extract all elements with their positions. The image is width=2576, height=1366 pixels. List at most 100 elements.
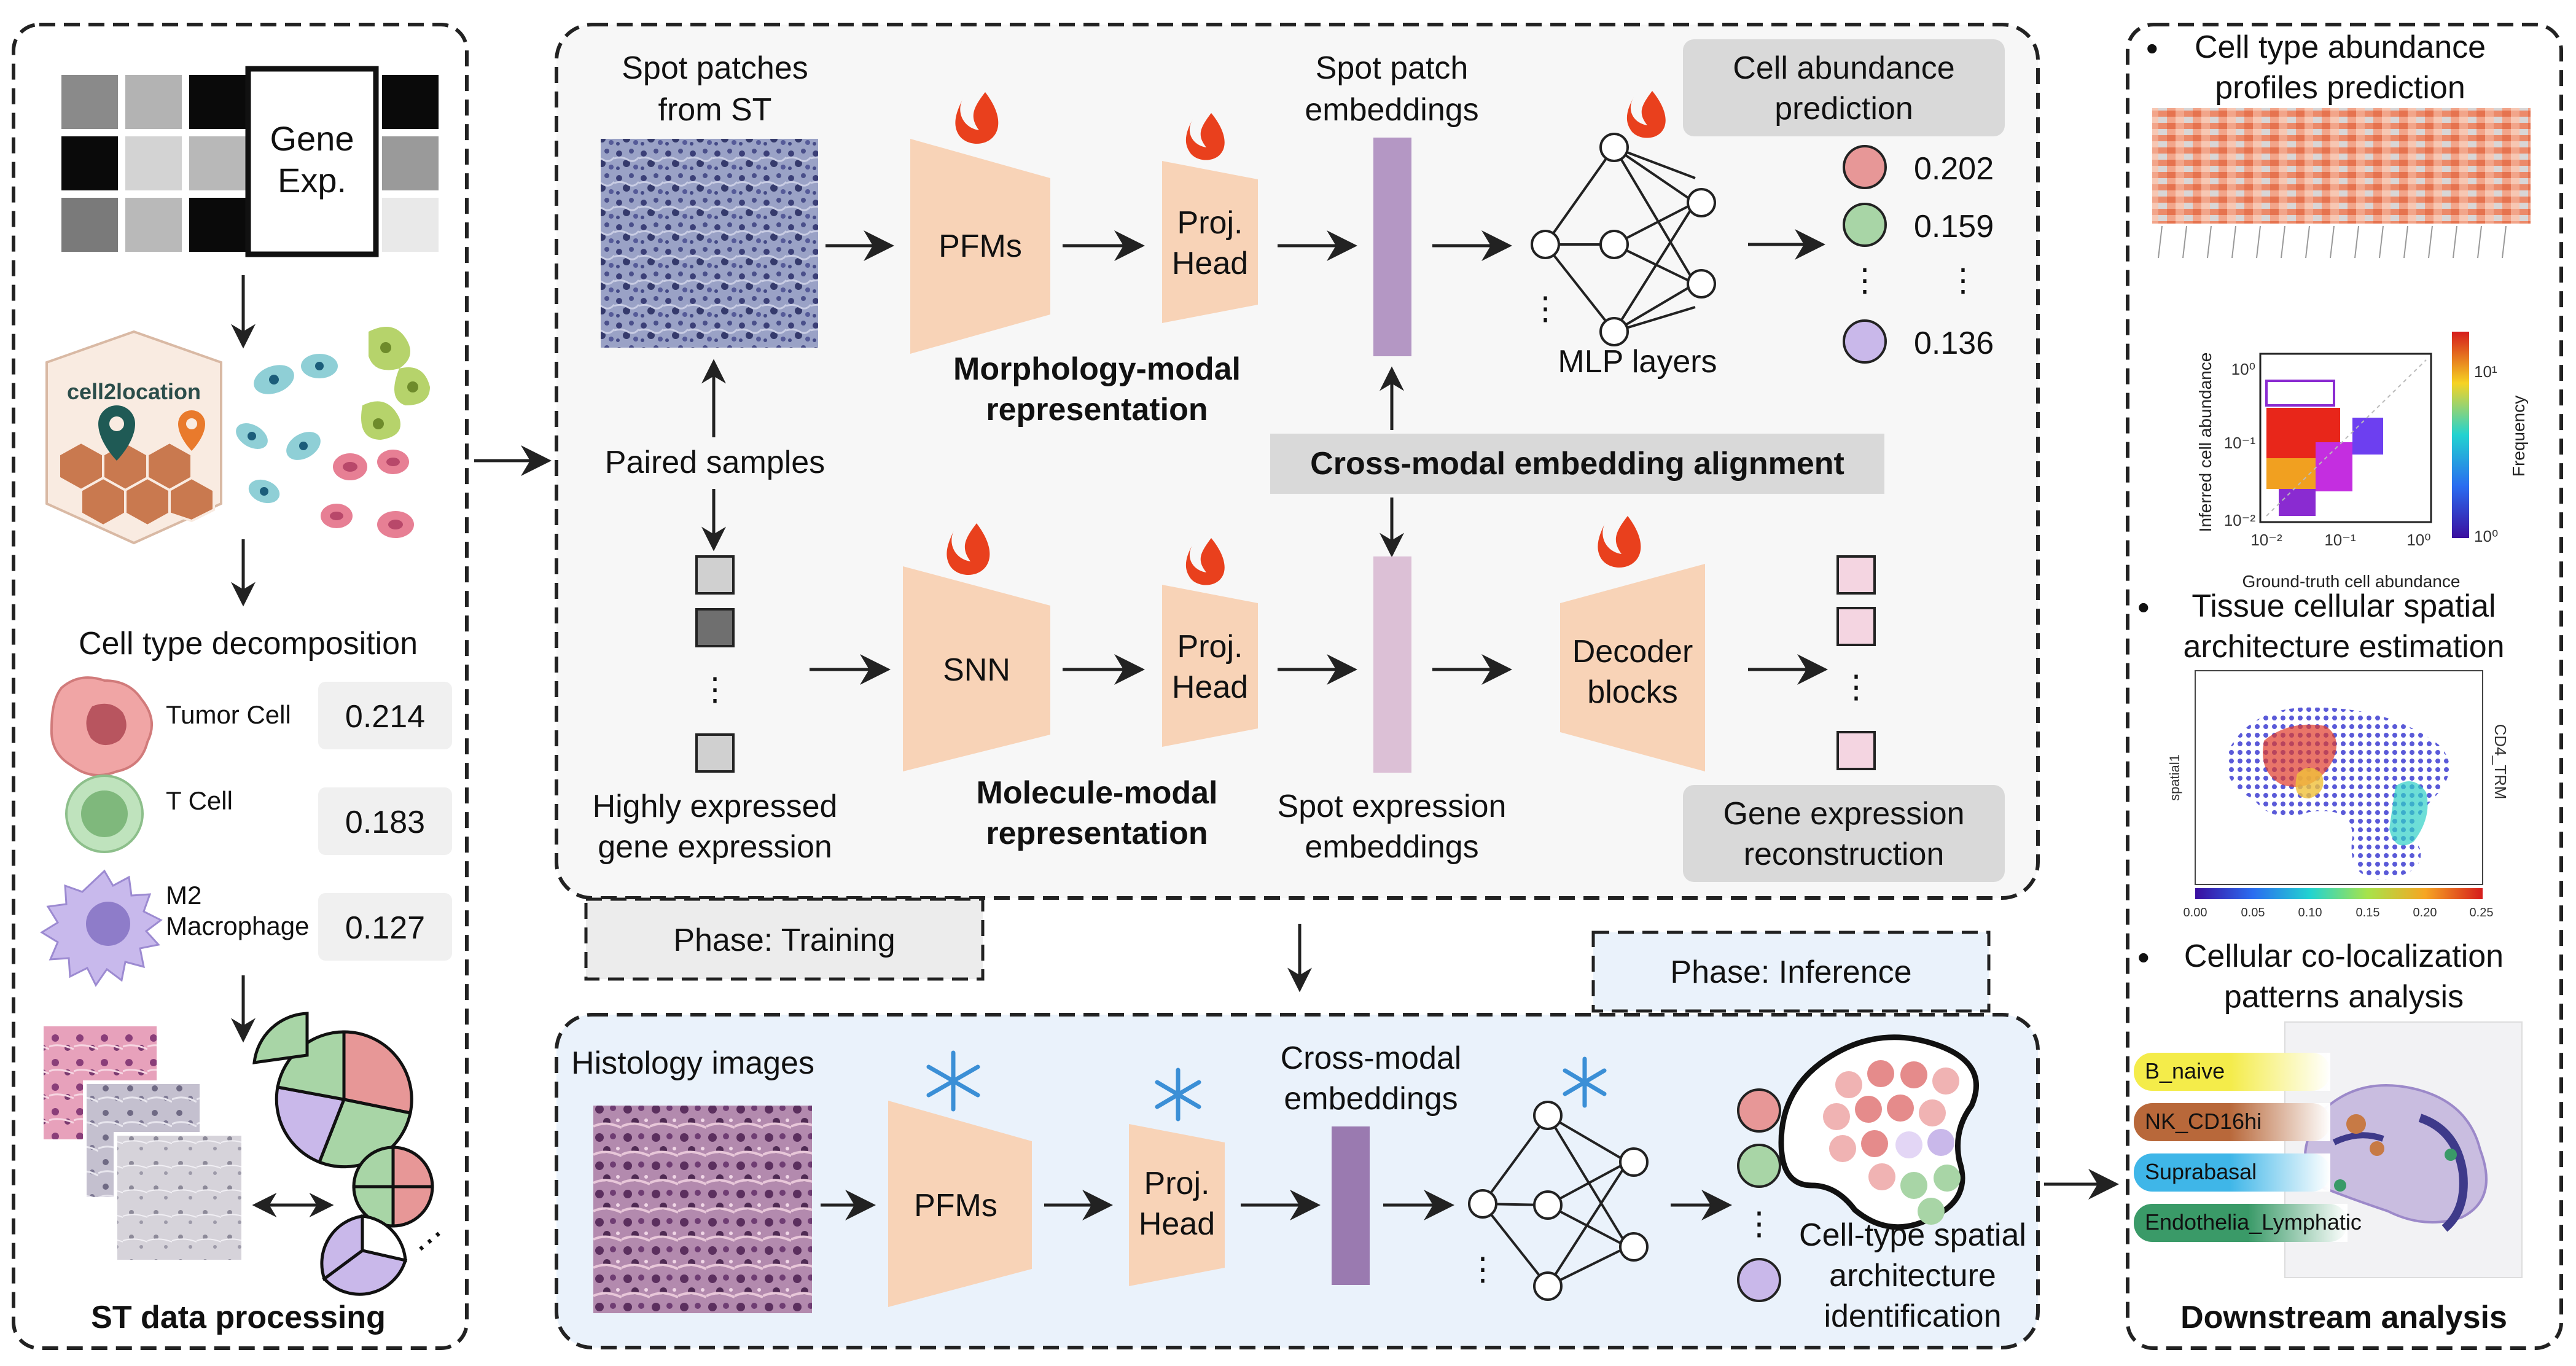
output-circle-purple bbox=[1843, 319, 1887, 364]
proj-head-top-label-2: Head bbox=[1172, 246, 1248, 281]
heatmap-tick-labels bbox=[2158, 225, 2507, 259]
cross-modal-embedding-bar bbox=[1332, 1126, 1370, 1285]
mlp-ellipsis-top: ⋮ bbox=[1529, 291, 1561, 327]
tag-b-naive-label: B_naive bbox=[2145, 1058, 2225, 1083]
item2-label-1: Tissue cellular spatial bbox=[2192, 588, 2496, 624]
item2-label-2: architecture estimation bbox=[2183, 629, 2504, 665]
scatter-ytick-1: 10⁰ bbox=[2231, 360, 2255, 378]
spot-expr-label-1: Spot expression bbox=[1278, 789, 1507, 824]
paired-samples-label: Paired samples bbox=[605, 445, 825, 480]
phase-training-label: Phase: Training bbox=[673, 923, 895, 958]
t-cell-value: 0.183 bbox=[345, 805, 425, 840]
alignment-box bbox=[1270, 434, 1884, 494]
m2-label-2: Macrophage bbox=[166, 911, 309, 940]
flame-icon bbox=[946, 523, 990, 576]
gene-vector-cell-3 bbox=[695, 733, 735, 773]
cbar-tick-1: 10¹ bbox=[2474, 362, 2497, 381]
m2-value-box bbox=[318, 893, 452, 961]
proj-head-top-node bbox=[1162, 161, 1258, 323]
proj-head-inference-label-2: Head bbox=[1139, 1206, 1215, 1242]
snowflake-icon bbox=[926, 1050, 980, 1112]
spatial-ylabel: spatial1 bbox=[2167, 754, 2182, 801]
gene-vector-cell-1 bbox=[695, 555, 735, 595]
scatter-xlabel: Ground-truth cell abundance bbox=[2242, 572, 2461, 591]
spot-patches-label-1: Spot patches bbox=[622, 50, 808, 86]
colocalization-tags: B_naive NK_CD16hi Suprabasal Endothelia_… bbox=[2134, 1053, 2362, 1242]
gene-exp-text-2: Exp. bbox=[278, 161, 346, 200]
spot-expression-embedding-bar bbox=[1373, 556, 1411, 773]
pfms-top-node bbox=[910, 139, 1050, 354]
cell-abundance-box bbox=[1683, 39, 2005, 136]
proj-head-inference-label-1: Proj. bbox=[1144, 1166, 1210, 1201]
highly-expressed-label-1: Highly expressed bbox=[593, 789, 838, 824]
tumor-cell-value: 0.214 bbox=[345, 699, 425, 735]
spatial-tick-2: 0.05 bbox=[2241, 906, 2265, 919]
decoder-node bbox=[1560, 564, 1705, 771]
phase-training-box bbox=[584, 897, 985, 981]
item3-label-2: patterns analysis bbox=[2224, 979, 2464, 1015]
alignment-label: Cross-modal embedding alignment bbox=[1310, 446, 1844, 482]
output-value-2: 0.159 bbox=[1914, 209, 1994, 244]
pie-chart-cluster bbox=[252, 1012, 434, 1296]
scatter-xtick-2: 10⁻¹ bbox=[2324, 531, 2356, 549]
pie-more-ellipsis: ⋯ bbox=[405, 1217, 453, 1265]
t-cell-label: T Cell bbox=[166, 786, 233, 815]
gene-expression-grid bbox=[61, 75, 439, 252]
gene-vector-cell-2 bbox=[695, 608, 735, 647]
scatter-ytick-3: 10⁻² bbox=[2224, 511, 2256, 529]
decomposition-title: Cell type decomposition bbox=[79, 626, 418, 662]
mlp-network-top bbox=[1531, 91, 1716, 346]
recon-vector-cell-2 bbox=[1836, 607, 1876, 646]
t-cell-icon bbox=[65, 775, 144, 853]
proj-head-bottom-label-2: Head bbox=[1172, 669, 1248, 705]
inference-circle-red bbox=[1737, 1088, 1781, 1133]
molecule-label-1: Molecule-modal bbox=[977, 775, 1218, 811]
gene-recon-box bbox=[1683, 785, 2005, 882]
left-panel-frame bbox=[12, 23, 469, 1350]
tumor-cell-icon bbox=[50, 676, 153, 777]
spatial-tick-5: 0.20 bbox=[2413, 906, 2437, 919]
cbar-tick-2: 10⁰ bbox=[2474, 527, 2498, 545]
cell-abundance-label-1: Cell abundance bbox=[1733, 50, 1954, 86]
recon-vector-cell-3 bbox=[1836, 731, 1876, 770]
pfms-top-label: PFMs bbox=[939, 228, 1022, 264]
spot-expr-label-2: embeddings bbox=[1305, 829, 1478, 865]
decoder-label-2: blocks bbox=[1587, 674, 1677, 710]
m2-label-1: M2 bbox=[166, 881, 201, 910]
gene-exp-text-1: Gene bbox=[270, 119, 354, 158]
spot-patch-embedding-bar bbox=[1373, 138, 1411, 356]
mlp-layers-label: MLP layers bbox=[1558, 344, 1717, 380]
item3-label-1: Cellular co-localization bbox=[2184, 939, 2504, 974]
pfms-inference-label: PFMs bbox=[914, 1188, 997, 1224]
tumor-cell-value-box bbox=[318, 682, 452, 749]
inference-outputs-ellipsis: ⋮ bbox=[1743, 1206, 1775, 1242]
spatial-map-plot: spatial1 CD4_TRM 0.00 0.05 0.10 0.15 0.2… bbox=[2167, 670, 2510, 919]
tumor-cell-label: Tumor Cell bbox=[166, 700, 291, 729]
spot-patches-label-2: from ST bbox=[658, 92, 772, 128]
flame-icon bbox=[1185, 538, 1225, 585]
spatial-tick-3: 0.10 bbox=[2298, 906, 2322, 919]
gene-recon-label-2: reconstruction bbox=[1744, 837, 1945, 872]
bullet-1: • bbox=[2146, 29, 2158, 68]
flame-icon bbox=[1598, 516, 1641, 568]
left-panel-footer: ST data processing bbox=[91, 1300, 386, 1335]
spot-patch-emb-label-2: embeddings bbox=[1305, 92, 1478, 128]
recon-vector-cell-1 bbox=[1836, 555, 1876, 595]
tag-suprabasal-label: Suprabasal bbox=[2145, 1159, 2257, 1184]
right-panel-footer: Downstream analysis bbox=[2180, 1300, 2507, 1335]
mlp-inference-ellipsis: ⋮ bbox=[1467, 1252, 1499, 1287]
output-value-1: 0.202 bbox=[1914, 151, 1994, 187]
bullet-3: • bbox=[2137, 938, 2150, 977]
output-circle-red bbox=[1843, 145, 1887, 189]
m2-value: 0.127 bbox=[345, 910, 425, 946]
spatial-tick-4: 0.15 bbox=[2356, 906, 2380, 919]
right-panel-frame bbox=[2126, 23, 2563, 1350]
scatter-ytick-2: 10⁻¹ bbox=[2224, 434, 2256, 452]
morphology-label-1: Morphology-modal bbox=[953, 351, 1241, 387]
inference-circle-green bbox=[1737, 1144, 1781, 1188]
highly-expressed-label-2: gene expression bbox=[598, 829, 832, 865]
cell2location-logo: cell2location bbox=[45, 330, 222, 545]
spot-patch-emb-label-1: Spot patch bbox=[1316, 50, 1469, 86]
spot-patch-image bbox=[601, 139, 818, 348]
